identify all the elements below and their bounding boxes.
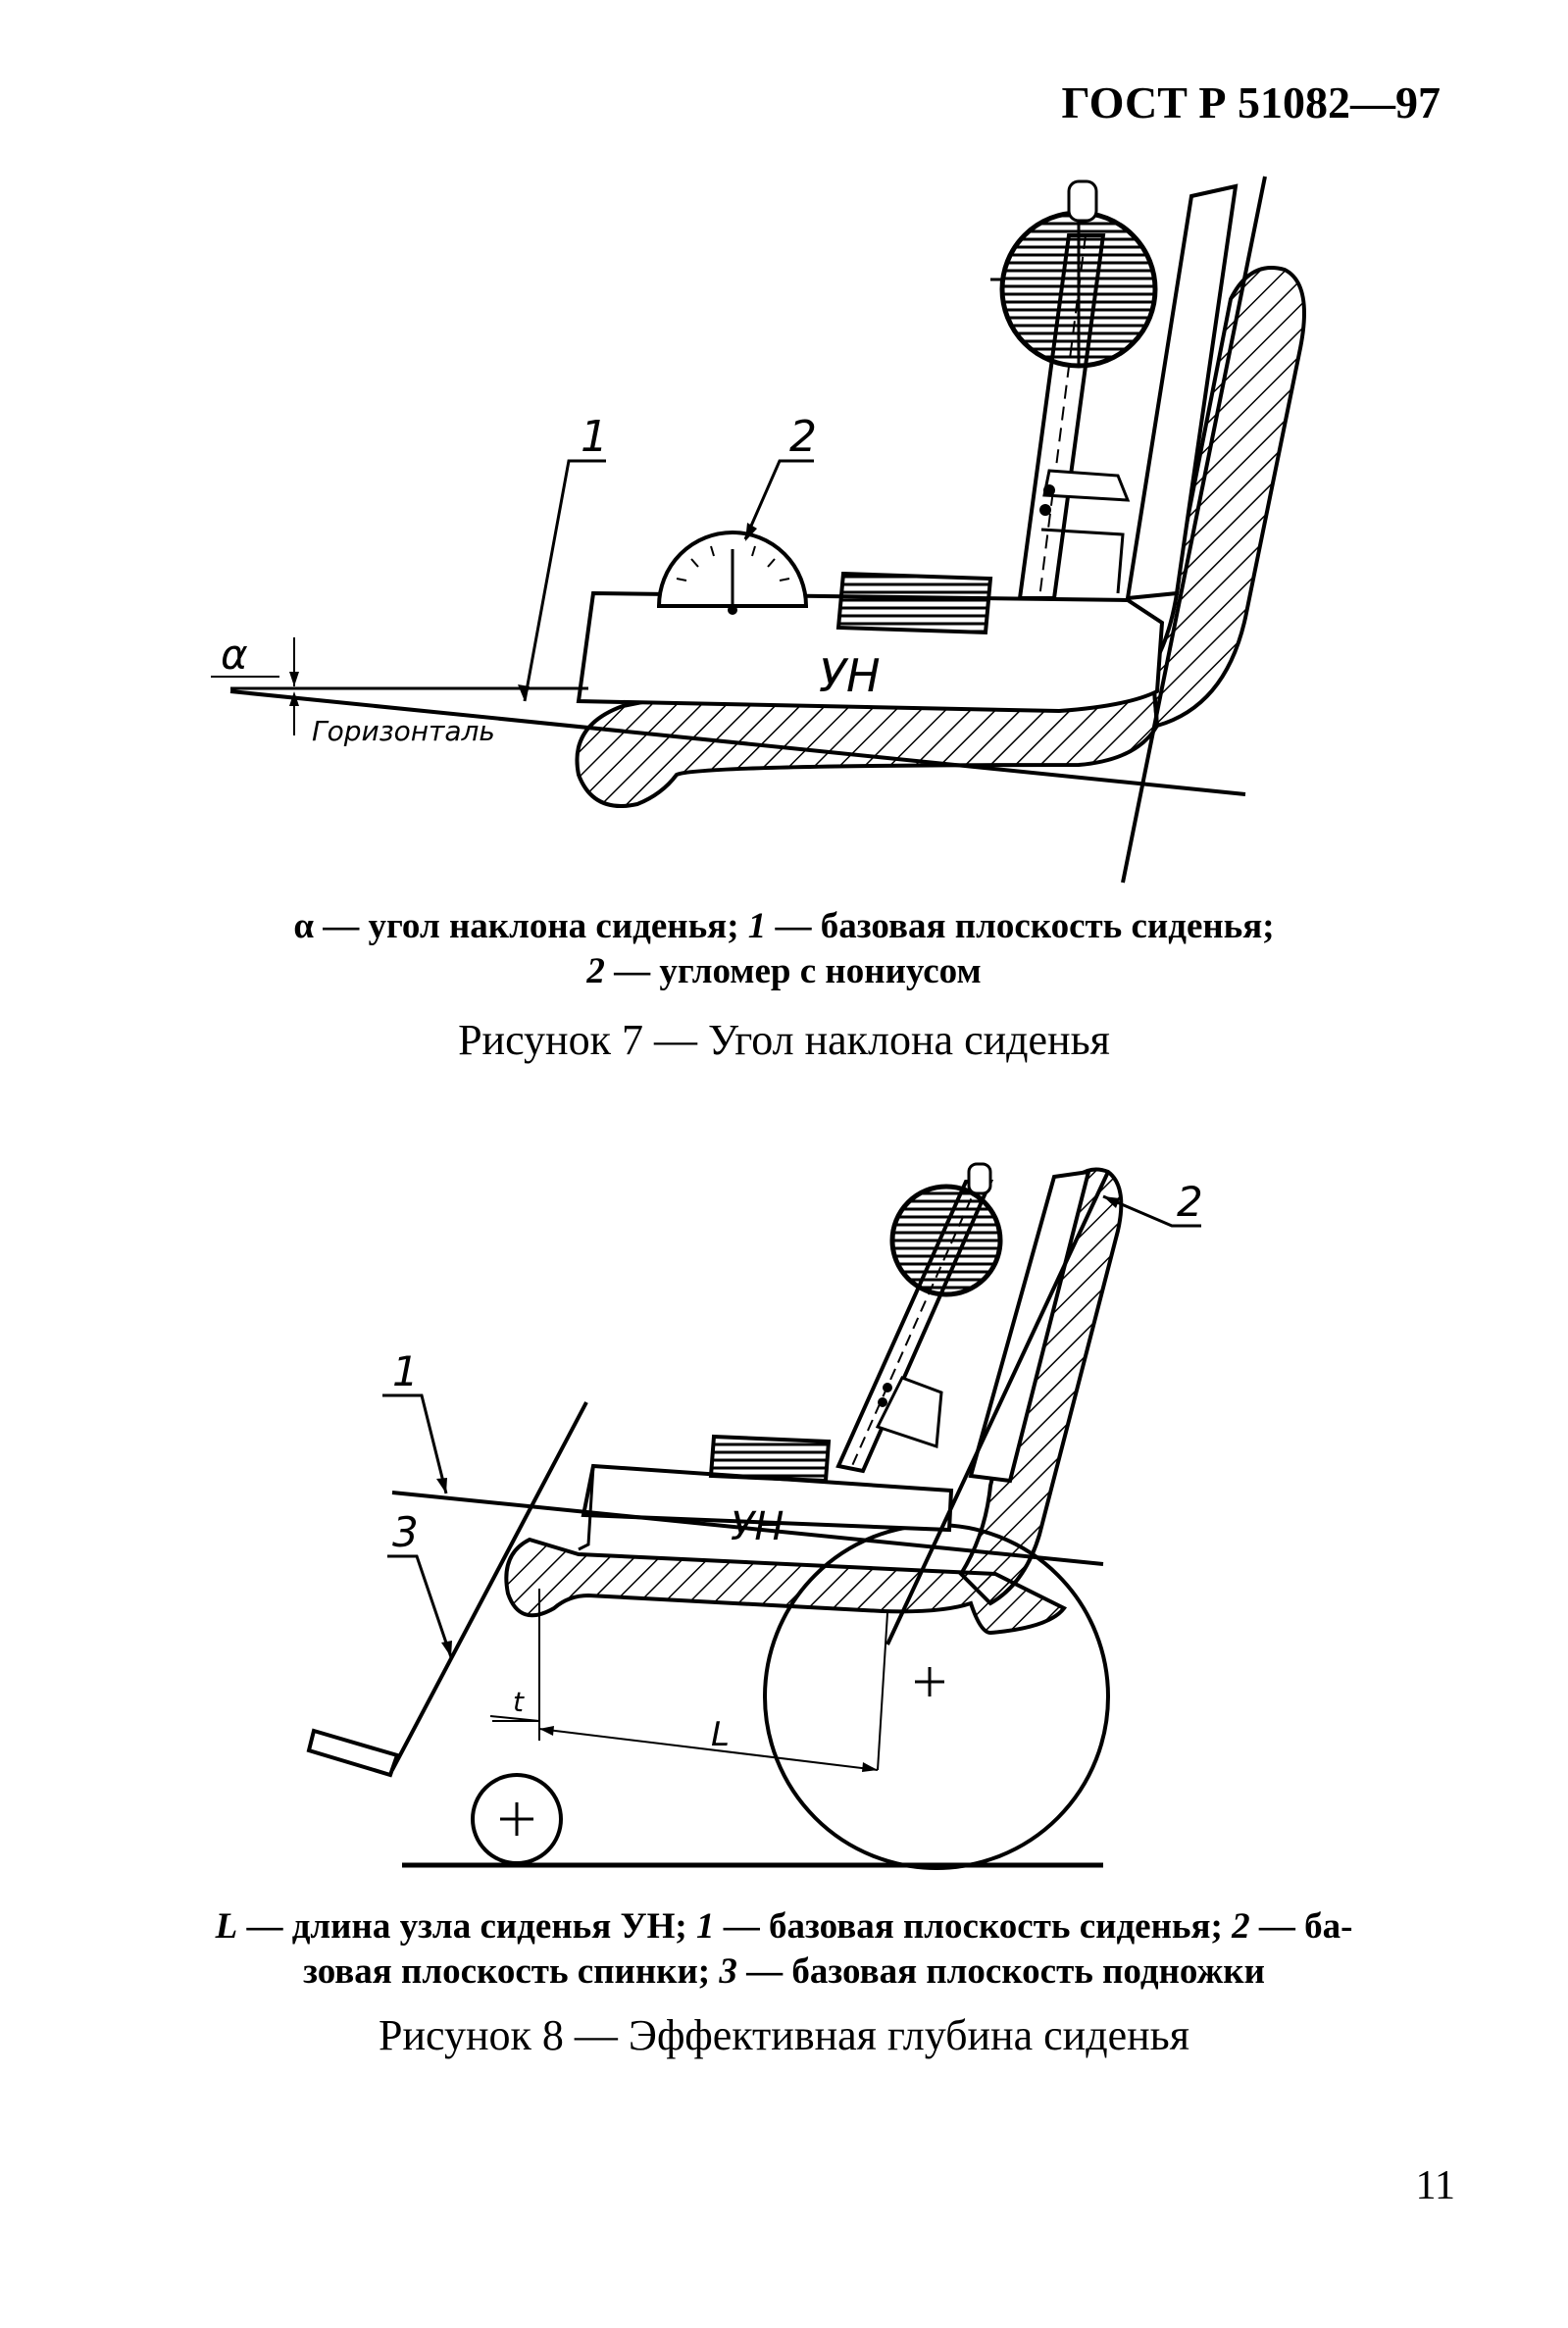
- dimension-t-label: t: [513, 1686, 525, 1718]
- legend-L-text: — длина узла сиденья УН;: [237, 1906, 696, 1947]
- legend-n3: 3: [719, 1951, 737, 1992]
- unit-label-un: УН: [819, 649, 881, 702]
- legend-n1-text: — базовая плоскость сиденья;: [766, 906, 1275, 946]
- callout-1: 1: [581, 412, 608, 462]
- legend-n2: 2: [586, 951, 605, 991]
- figure-7-legend: α — угол наклона сиденья; 1 — базовая пл…: [0, 904, 1568, 994]
- legend-L: L: [215, 1906, 238, 1947]
- figure-7-seat-tilt-diagram: УН α Горизонталь 1 2: [211, 176, 1306, 884]
- legend-n2-text: — угломер с нониусом: [604, 951, 982, 991]
- legend-n2: 2: [1232, 1906, 1250, 1947]
- seat-gauge-unit: УН: [576, 179, 1239, 714]
- legend-n1: 1: [747, 906, 767, 946]
- legend-n1-text: — базовая плоскость сиденья;: [714, 1906, 1233, 1947]
- reference-lines: t L 1 2 3: [382, 1171, 1203, 1772]
- callout-2: 2: [1177, 1178, 1203, 1226]
- alpha-label: α: [221, 631, 248, 679]
- callout-3: 3: [392, 1508, 419, 1556]
- legend-alpha: α: [293, 906, 315, 946]
- figure-8-seat-depth-diagram: УН t L 1 2: [306, 1162, 1203, 1870]
- page-number: 11: [1415, 2163, 1455, 2208]
- legend-n3-text: — базовая плоскость подножки: [736, 1951, 1265, 1992]
- figure-8-caption: Рисунок 8 — Эффективная глубина сиденья: [379, 2011, 1189, 2059]
- reference-lines: α Горизонталь 1 2: [211, 176, 1267, 884]
- figure-7-caption: Рисунок 7 — Угол наклона сиденья: [458, 1016, 1110, 1064]
- figure-8-legend: L — длина узла сиденья УН; 1 — базовая п…: [0, 1904, 1568, 1995]
- callout-2: 2: [789, 412, 817, 462]
- legend-alpha-text: — угол наклона сиденья;: [314, 906, 748, 946]
- legend-line2-text: зовая плоскость спинки;: [303, 1951, 720, 1992]
- callout-1: 1: [392, 1347, 419, 1395]
- standard-header: ГОСТ Р 51082—97: [1061, 77, 1441, 127]
- horizontal-label: Горизонталь: [312, 715, 495, 747]
- legend-n1: 1: [695, 1906, 715, 1947]
- dimension-L-label: L: [711, 1715, 730, 1754]
- legend-n2-text: — ба-: [1249, 1906, 1353, 1947]
